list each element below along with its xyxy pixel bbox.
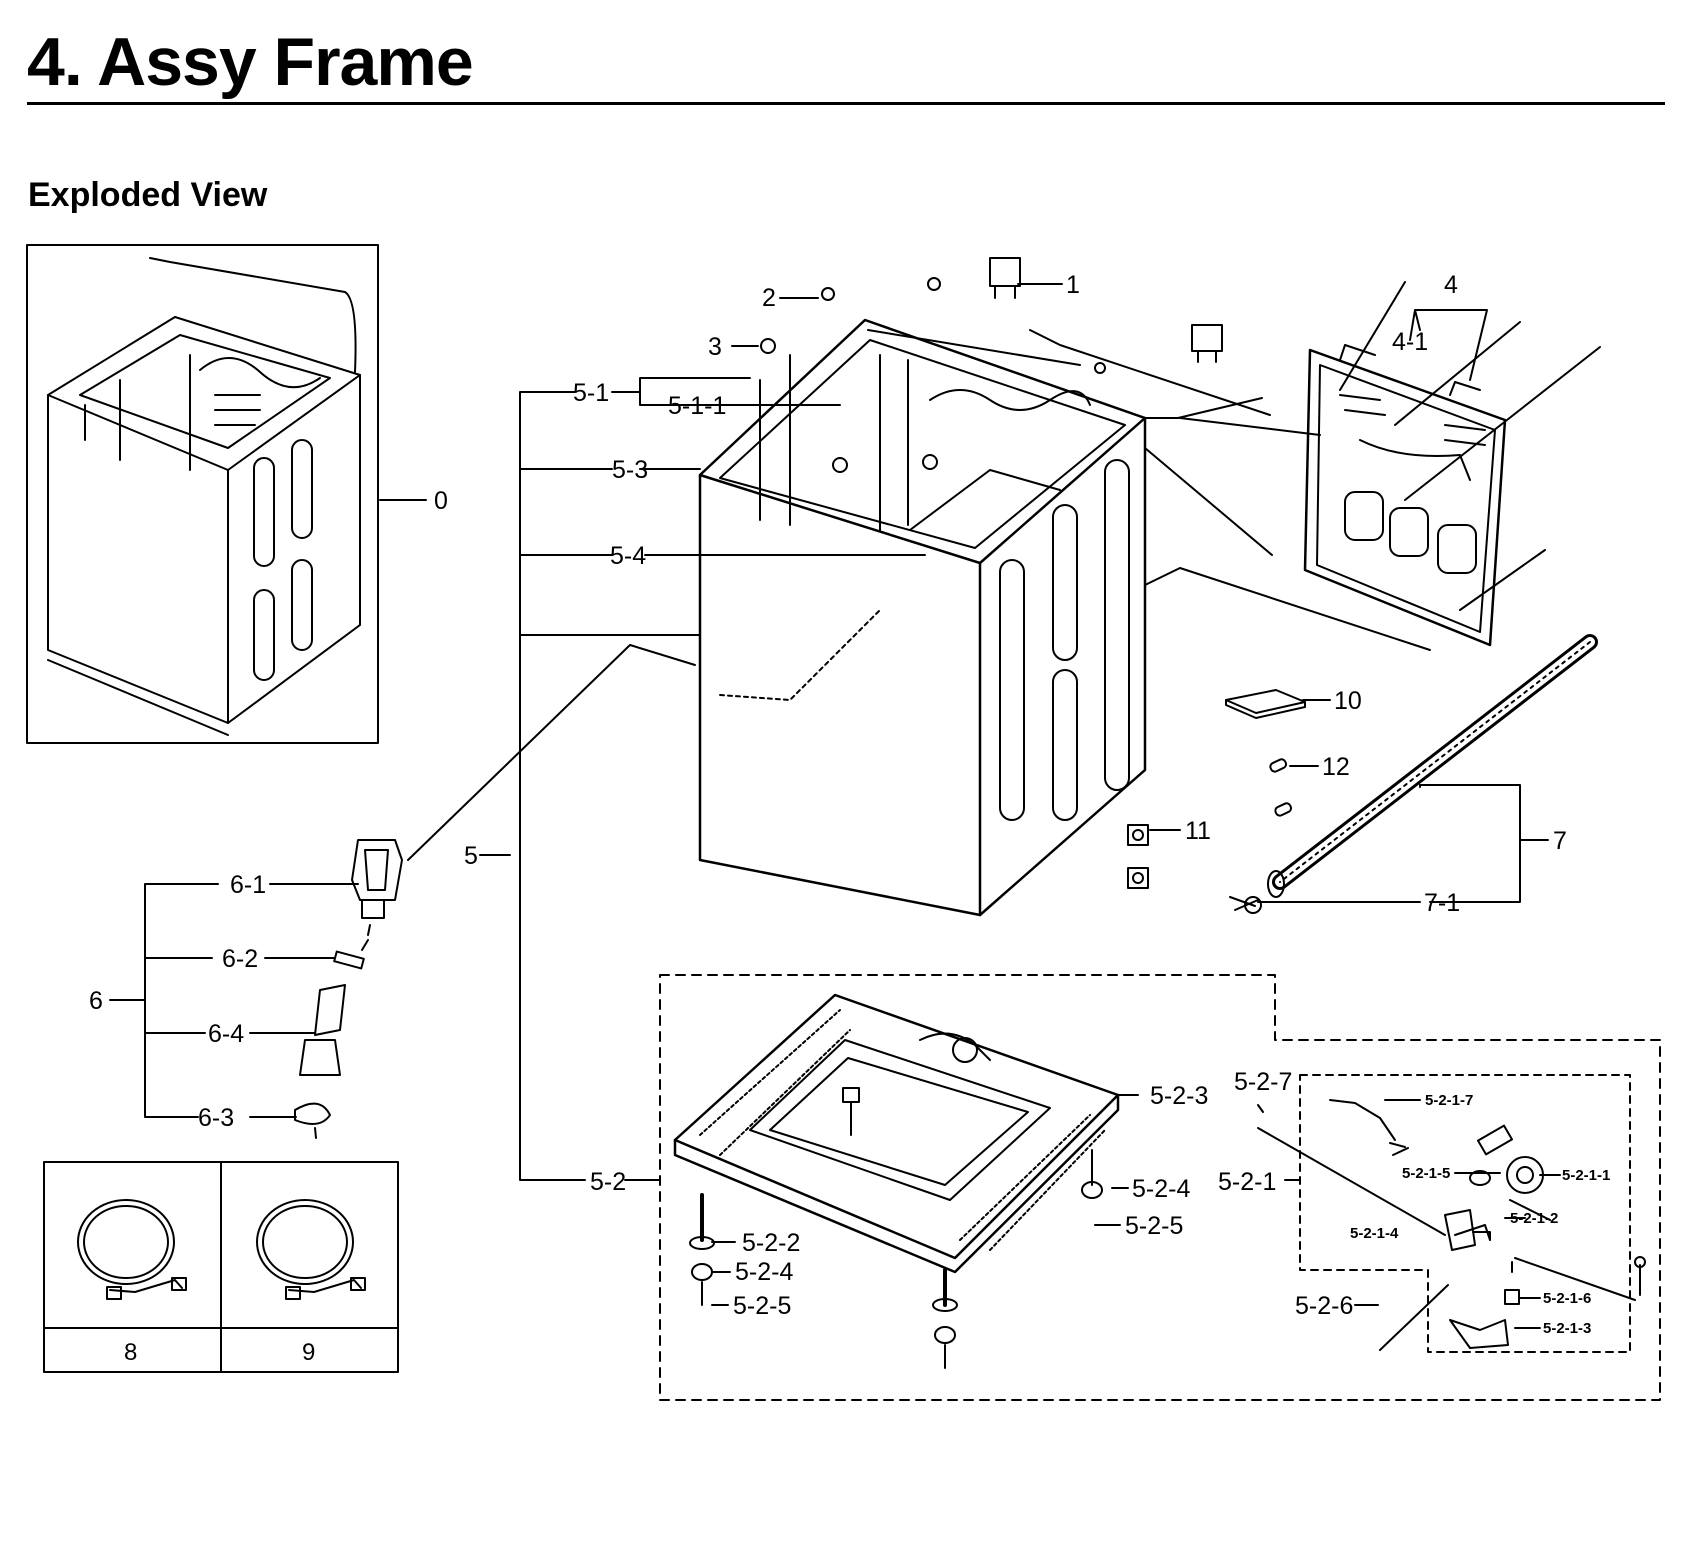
label-5-3: 5-3 xyxy=(612,456,648,484)
label-6-3: 6-3 xyxy=(198,1104,234,1132)
back-panel-screws xyxy=(1339,281,1601,611)
label-10: 10 xyxy=(1334,687,1362,715)
label-7-1: 7-1 xyxy=(1424,889,1460,917)
label-5-1-1: 5-1-1 xyxy=(668,392,726,420)
label-5-2-6: 5-2-6 xyxy=(1295,1292,1353,1320)
label-7: 7 xyxy=(1553,827,1567,855)
label-1: 1 xyxy=(1066,271,1080,299)
label-5-2-2: 5-2-2 xyxy=(742,1229,800,1257)
label-5-4: 5-4 xyxy=(610,542,646,570)
label-2: 2 xyxy=(762,284,776,312)
title-rule xyxy=(27,102,1665,105)
label-5-2-7: 5-2-7 xyxy=(1234,1068,1292,1096)
label-5-2-3: 5-2-3 xyxy=(1150,1082,1208,1110)
accessory-table xyxy=(43,1161,399,1373)
label-0: 0 xyxy=(434,487,448,515)
label-6-1: 6-1 xyxy=(230,871,266,899)
label-3: 3 xyxy=(708,333,722,361)
base-frame xyxy=(673,993,1120,1274)
label-6: 6 xyxy=(89,987,103,1015)
small-parts xyxy=(1127,689,1306,889)
label-5-2-1-4: 5-2-1-4 xyxy=(1350,1225,1399,1242)
drain-hose xyxy=(1229,634,1598,914)
label-5-2-1-1: 5-2-1-1 xyxy=(1562,1167,1610,1184)
label-11: 11 xyxy=(1185,817,1211,845)
section-subtitle: Exploded View xyxy=(28,176,268,214)
label-5-2-5-right: 5-2-5 xyxy=(1125,1212,1183,1240)
thumbnail-assembly xyxy=(26,244,427,744)
label-5-2: 5-2 xyxy=(590,1168,626,1196)
label-6-4: 6-4 xyxy=(208,1020,244,1048)
label-5-2-4-left: 5-2-4 xyxy=(735,1258,793,1286)
label-4: 4 xyxy=(1444,271,1458,299)
table-cell-9: 9 xyxy=(302,1339,315,1366)
base-enclosure xyxy=(659,974,1661,1401)
label-6-2: 6-2 xyxy=(222,945,258,973)
page-title: 4. Assy Frame xyxy=(27,24,474,100)
label-12: 12 xyxy=(1322,753,1350,781)
label-4-1: 4-1 xyxy=(1392,328,1428,356)
label-5-2-1-2: 5-2-1-2 xyxy=(1510,1210,1558,1227)
label-5-2-1: 5-2-1 xyxy=(1218,1168,1276,1196)
table-cell-8: 8 xyxy=(124,1339,137,1366)
label-5-2-4-right: 5-2-4 xyxy=(1132,1175,1190,1203)
base-feet xyxy=(689,1149,1103,1369)
label-5-2-5-left: 5-2-5 xyxy=(733,1292,791,1320)
back-panel xyxy=(1303,344,1507,647)
leader-lines xyxy=(109,283,1561,1351)
label-5: 5 xyxy=(464,842,478,870)
label-5-2-1-3: 5-2-1-3 xyxy=(1543,1320,1591,1337)
label-5-2-1-6: 5-2-1-6 xyxy=(1543,1290,1591,1307)
part-labels: 0 1 2 3 4 4-1 5 5-1 5-1-1 5-2 5-2-1 5-2-… xyxy=(89,271,1610,1366)
pump-parts xyxy=(1257,1099,1646,1349)
cabinet-body xyxy=(698,318,1147,917)
label-5-2-1-7: 5-2-1-7 xyxy=(1425,1092,1473,1109)
hinge-parts xyxy=(760,257,1223,374)
label-5-2-1-5: 5-2-1-5 xyxy=(1402,1165,1450,1182)
label-5-1: 5-1 xyxy=(573,379,609,407)
